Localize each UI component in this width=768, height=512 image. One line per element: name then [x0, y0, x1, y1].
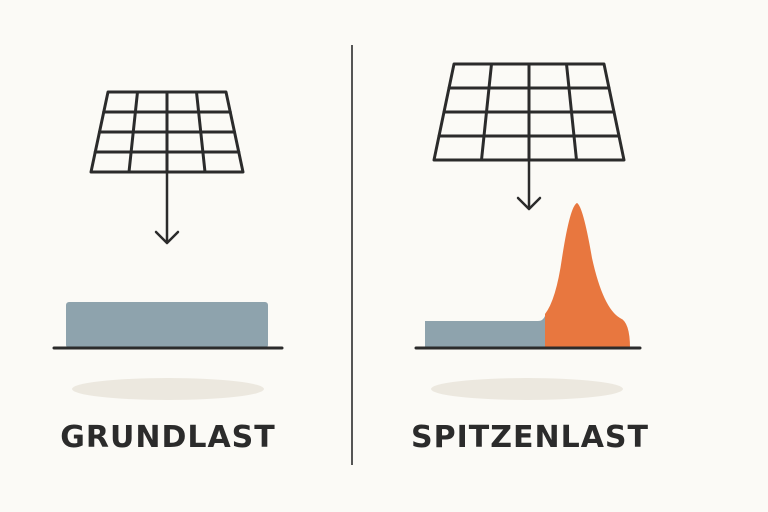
ground-shadow	[72, 378, 264, 400]
solar-panel-icon	[432, 62, 626, 162]
solar-panel-icon	[89, 90, 245, 174]
down-arrow-icon	[154, 170, 180, 245]
base-load-block	[425, 316, 545, 348]
ground-shadow	[431, 378, 623, 400]
right-panel	[414, 62, 642, 400]
peak-load-spike	[545, 203, 630, 348]
left-panel	[52, 90, 284, 400]
down-arrow-icon	[516, 158, 542, 211]
base-load-label: GRUNDLAST	[60, 420, 276, 455]
base-load-block	[66, 302, 268, 348]
peak-load-label: SPITZENLAST	[411, 420, 649, 455]
